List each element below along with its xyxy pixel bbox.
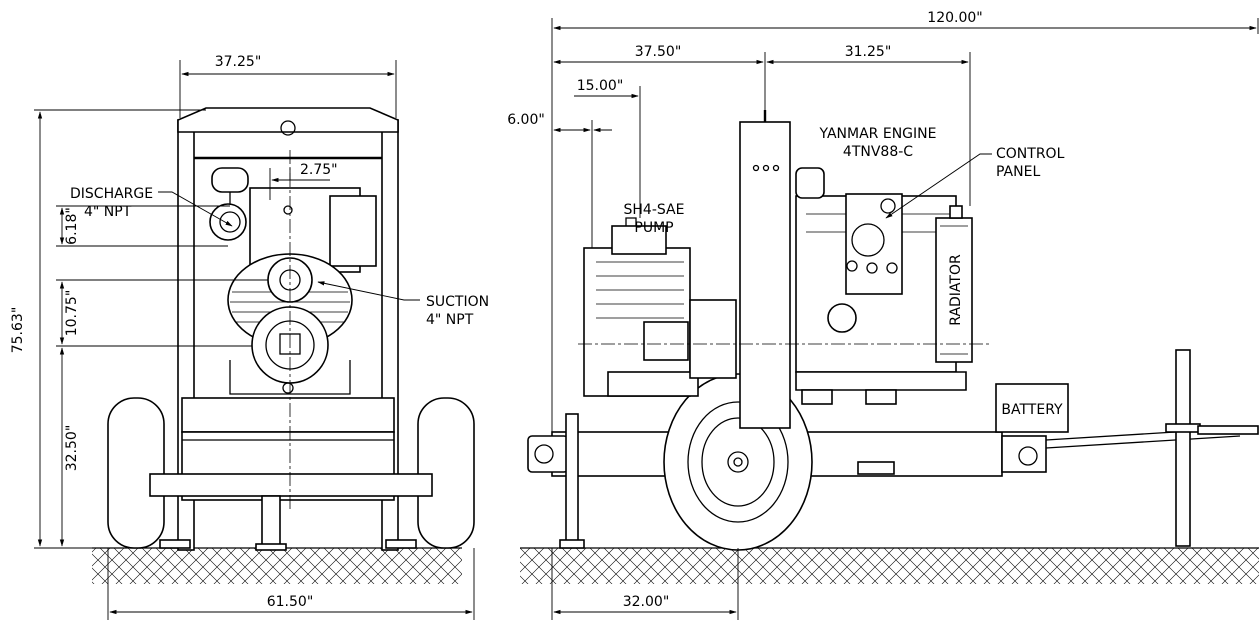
battery-label: BATTERY [1001,402,1063,418]
control-panel-label: CONTROL [996,146,1065,162]
dim-front-offset: 6.00" [507,112,545,128]
dim-pump-offset: 15.00" [577,78,624,94]
engine-label: YANMAR ENGINE [819,126,937,142]
engine-model-label: 4TNV88-C [843,144,913,160]
dim-offset: 2.75" [300,162,338,178]
dim-axle-to-engine: 31.25" [845,44,892,60]
pump-label-2: PUMP [634,220,673,236]
ground-front [92,547,462,584]
discharge-size-label: 4" NPT [84,204,132,220]
control-panel-label-2: PANEL [996,164,1040,180]
ground-side [520,547,1259,584]
front-view [107,107,475,551]
left-tire [107,397,165,549]
dim-pump-to-axle: 37.50" [635,44,682,60]
suction-label: SUCTION [426,294,489,310]
dim-height-total: 75.63" [10,307,26,354]
dim-height-mid: 10.75" [64,290,80,337]
discharge-label: DISCHARGE [70,186,153,202]
front-dims [34,60,475,620]
pump-label: SH4-SAE [624,202,685,218]
dim-height-lower: 32.50" [64,425,80,472]
side-dims [551,18,1259,620]
suction-size-label: 4" NPT [426,312,474,328]
dim-overall-length: 120.00" [927,10,982,26]
dim-axle-from-front: 32.00" [623,594,670,610]
dim-width-bottom: 61.50" [267,594,314,610]
dim-width-top: 37.25" [215,54,262,70]
dim-height-upper: 6.18" [64,207,80,245]
side-view [527,110,1259,551]
right-tire [417,397,475,549]
radiator-label: RADIATOR [948,254,964,326]
